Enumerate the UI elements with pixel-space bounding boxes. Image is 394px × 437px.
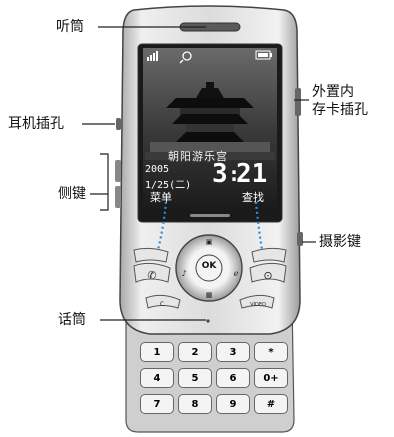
side-key-down <box>115 186 121 208</box>
end-icon: ⊙ <box>263 269 272 282</box>
wallpaper-caption: 朝阳游乐宫 <box>168 150 228 163</box>
message-icon <box>179 51 192 64</box>
date-day: 1/25(二) <box>145 180 192 191</box>
softkey-left-label: 菜单 <box>150 191 172 204</box>
softkey-right-label: 查找 <box>242 191 264 204</box>
key-1: 1 <box>140 342 174 362</box>
key-9: 9 <box>216 394 250 414</box>
key-hash: # <box>254 394 288 414</box>
nav-right-icon: ℯ <box>234 269 239 278</box>
send-key <box>133 262 171 283</box>
label-side-keys: 侧键 <box>58 186 86 202</box>
label-card-slot-line1: 外置内 <box>312 84 354 100</box>
label-earpiece: 听筒 <box>56 19 84 35</box>
clear-key <box>145 294 181 309</box>
side-key-up <box>115 160 121 182</box>
key-7: 7 <box>140 394 174 414</box>
microphone-hole <box>206 319 210 323</box>
key-0: 0+ <box>254 368 288 388</box>
pagoda-wallpaper <box>145 82 275 160</box>
key-star: * <box>254 342 288 362</box>
callout-lines <box>82 26 316 321</box>
speaker-grille <box>190 214 230 217</box>
clock-minute: 21 <box>236 159 268 189</box>
headset-jack <box>116 118 121 130</box>
key-3: 3 <box>216 342 250 362</box>
label-card-slot-line2: 存卡插孔 <box>312 102 368 118</box>
nav-up-icon: ▣ <box>206 238 213 246</box>
camera-side-key <box>297 232 303 246</box>
send-icon: ✆ <box>147 269 156 282</box>
nav-left-icon: ♪ <box>181 269 186 278</box>
video-key-icon: VIDEO <box>250 302 266 308</box>
memory-card-slot <box>295 88 301 116</box>
clock-hour: 3 <box>212 159 228 189</box>
key-6: 6 <box>216 368 250 388</box>
label-microphone: 话筒 <box>58 312 86 328</box>
end-key <box>249 262 287 283</box>
label-headset-jack: 耳机插孔 <box>8 116 64 132</box>
keypad: 1 2 3 * 4 5 6 0+ 7 8 9 # <box>140 342 290 414</box>
nav-down-icon: ▦ <box>206 291 213 299</box>
date-year: 2005 <box>145 164 170 175</box>
signal-icon <box>147 51 158 61</box>
video-key <box>239 294 275 309</box>
right-softkey <box>251 247 287 263</box>
label-camera-key: 摄影键 <box>319 234 361 250</box>
battery-icon <box>255 50 272 60</box>
key-8: 8 <box>178 394 212 414</box>
key-2: 2 <box>178 342 212 362</box>
clear-key-icon: C <box>160 301 164 308</box>
clock-colon: : <box>228 162 241 186</box>
left-softkey <box>133 247 169 263</box>
ok-button <box>195 254 223 282</box>
key-5: 5 <box>178 368 212 388</box>
ok-label: OK <box>201 261 217 271</box>
key-4: 4 <box>140 368 174 388</box>
